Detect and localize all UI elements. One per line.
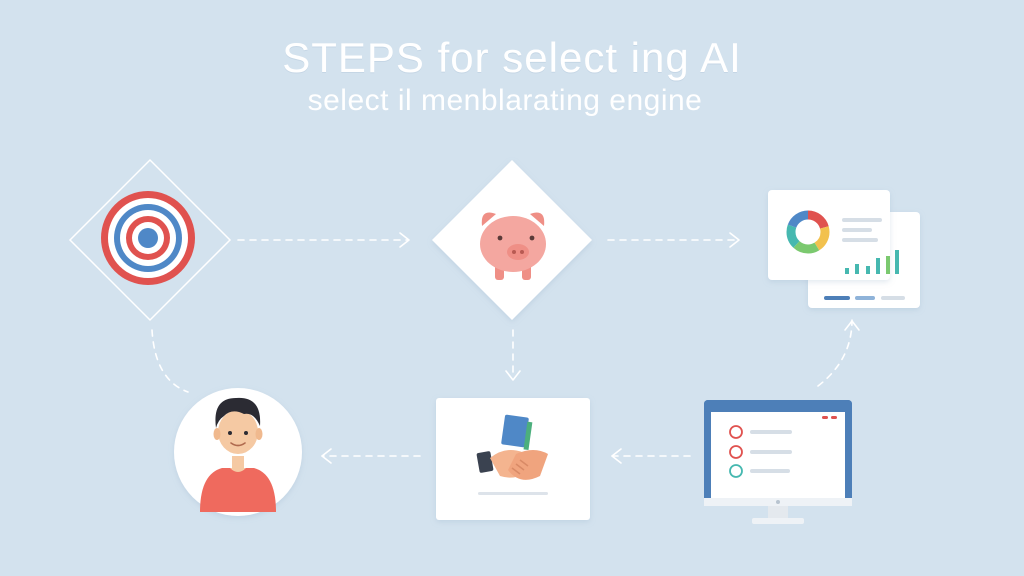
step-target	[68, 158, 232, 322]
target-icon	[101, 191, 195, 285]
step-piggy-bank	[432, 160, 592, 320]
arrow-1-to-6	[151, 329, 189, 393]
connectors	[151, 232, 860, 464]
arrow-1-to-2	[237, 232, 410, 248]
arrow-4-to-5	[611, 448, 691, 464]
person-avatar-icon	[200, 397, 276, 512]
bar-chart-icon	[845, 250, 899, 274]
page-title: STEPS for select ing AI	[282, 34, 742, 81]
arrow-2-down	[505, 329, 521, 381]
piggy-bank-icon	[480, 212, 546, 280]
step-person	[174, 388, 302, 516]
monitor-checklist-icon	[704, 400, 852, 524]
step-monitor	[704, 400, 852, 524]
text-lines-icon	[842, 218, 882, 242]
step-analytics	[768, 190, 920, 308]
page-subtitle: select il menblarating engine	[307, 84, 703, 117]
arrow-5-to-6	[321, 448, 421, 464]
step-handshake	[436, 398, 590, 520]
arrow-4-to-3	[817, 319, 860, 387]
progress-pills-icon	[824, 296, 905, 300]
arrow-2-to-3	[607, 232, 740, 248]
handshake-icon	[476, 414, 548, 495]
donut-chart-icon	[786, 210, 830, 254]
